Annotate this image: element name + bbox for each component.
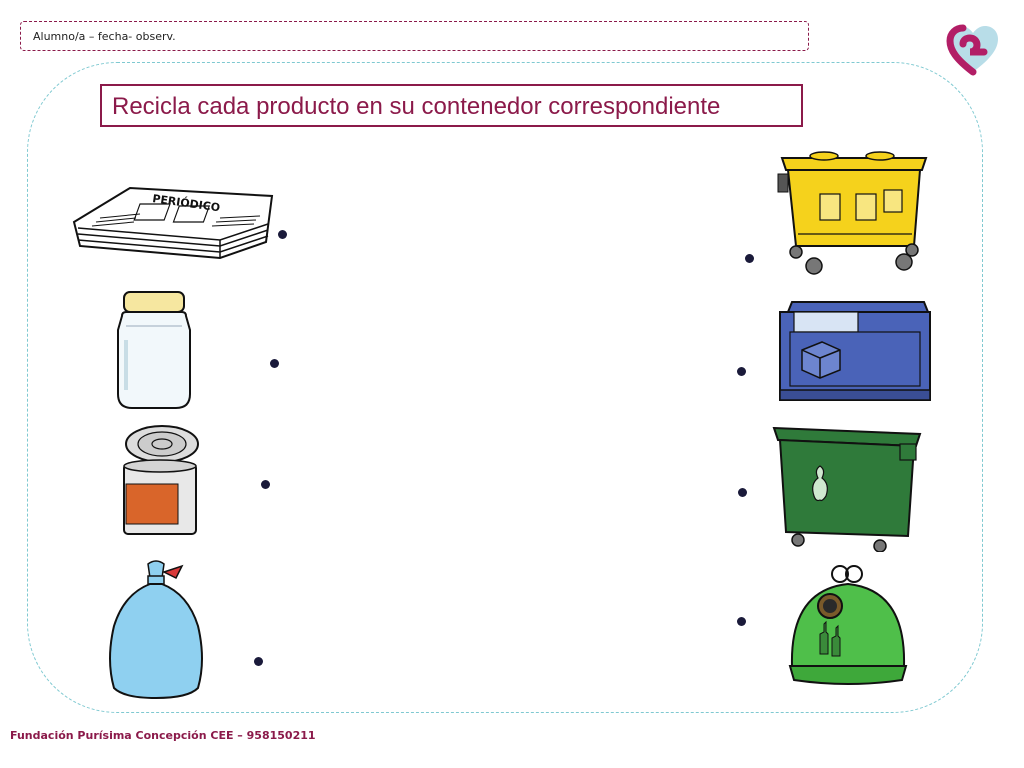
tin-can-icon (123, 425, 199, 535)
glass-igloo-container-icon (788, 565, 908, 685)
dot-jar[interactable] (270, 359, 279, 368)
heart-logo-icon (946, 24, 998, 76)
instruction-title: Recicla cada producto en su contenedor c… (112, 93, 721, 120)
dot-blue-container[interactable] (737, 367, 746, 376)
footer-text: Fundación Purísima Concepción CEE – 9581… (10, 729, 316, 742)
yellow-container-icon (777, 151, 928, 275)
newspaper-icon: PERIÓDICO (72, 186, 274, 260)
dot-newspaper[interactable] (278, 230, 287, 239)
blue-container-icon (779, 301, 931, 401)
student-info-text: Alumno/a – fecha- observ. (33, 30, 176, 43)
dot-glass-container[interactable] (737, 617, 746, 626)
green-container-icon (772, 426, 922, 552)
dot-bag[interactable] (254, 657, 263, 666)
instruction-box: Recicla cada producto en su contenedor c… (100, 84, 803, 127)
glass-jar-icon (117, 291, 191, 409)
dot-green-container[interactable] (738, 488, 747, 497)
dot-can[interactable] (261, 480, 270, 489)
worksheet-frame (27, 62, 983, 713)
dot-yellow-container[interactable] (745, 254, 754, 263)
garbage-bag-icon (109, 560, 203, 700)
student-info-box: Alumno/a – fecha- observ. (20, 21, 809, 51)
